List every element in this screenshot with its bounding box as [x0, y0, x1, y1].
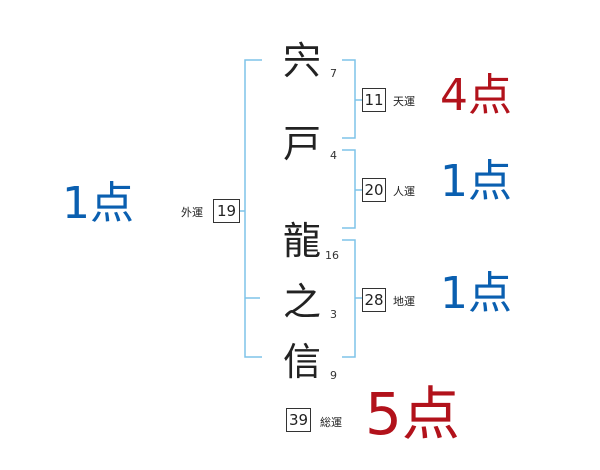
ten-value-box: 11: [362, 88, 386, 112]
ten-bracket: [342, 59, 356, 139]
sou-score: 5点: [365, 380, 460, 448]
given-strokes-1: 16: [325, 249, 339, 262]
given-char-1: 龍: [283, 219, 322, 263]
jin-score: 1点: [440, 156, 512, 207]
gai-value-box: 19: [213, 199, 240, 223]
jin-bracket: [342, 149, 356, 229]
surname-char-2: 戸: [283, 122, 322, 166]
surname-strokes-1: 7: [330, 67, 337, 80]
surname-strokes-2: 4: [330, 149, 337, 162]
ten-score: 4点: [440, 70, 512, 121]
sou-label: 総運: [320, 416, 342, 429]
given-strokes-3: 9: [330, 369, 337, 382]
sou-value-box: 39: [286, 408, 311, 432]
jin-value-box: 20: [362, 178, 386, 202]
given-char-3: 信: [283, 340, 322, 384]
chi-bracket: [342, 239, 356, 358]
outer-bracket: [244, 59, 262, 358]
chi-label: 地運: [393, 295, 415, 308]
surname-char-1: 宍: [283, 39, 322, 83]
given-strokes-2: 3: [330, 308, 337, 321]
ten-label: 天運: [393, 95, 415, 108]
gai-label: 外運: [181, 206, 203, 219]
chi-value-box: 28: [362, 288, 386, 312]
chi-score: 1点: [440, 268, 512, 319]
jin-label: 人運: [393, 185, 415, 198]
gai-score: 1点: [62, 178, 134, 229]
given-char-2: 之: [283, 280, 322, 324]
